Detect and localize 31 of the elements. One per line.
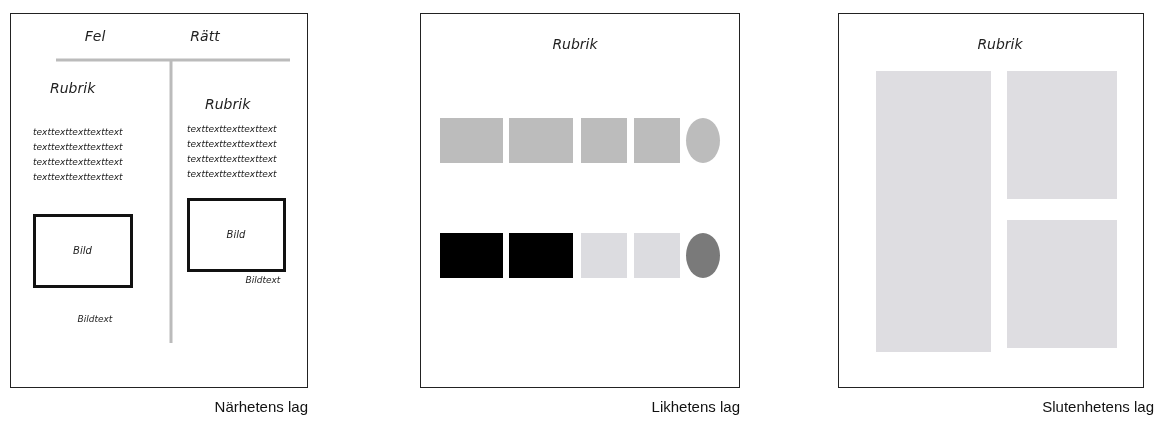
panel-label: Likhetens lag: [650, 398, 740, 415]
shape-box: [875, 70, 991, 352]
shape-box: [508, 232, 573, 278]
heading: Rubrik: [50, 80, 97, 96]
shape-box: [633, 232, 680, 278]
panel-label: Närhetens lag: [213, 398, 308, 415]
shape-box: [1006, 70, 1117, 199]
shape-box: [580, 232, 627, 278]
body-text: texttexttexttexttext texttexttexttexttext texttexttexttexttext texttexttexttexttext: [33, 126, 124, 184]
ellipse-shape: [685, 117, 720, 163]
panel-label: Slutenhetens lag: [1041, 398, 1154, 415]
picture-frame: Bild: [32, 213, 133, 288]
shape-box: [439, 232, 503, 278]
shape-box: [633, 117, 680, 163]
panel-frame: [420, 13, 740, 388]
column-heading: Fel: [83, 28, 107, 44]
column-heading: Rätt: [189, 28, 221, 44]
heading: Rubrik: [551, 36, 599, 52]
body-text: texttexttexttexttext texttexttexttexttext texttexttexttexttext texttexttexttexttext: [187, 123, 278, 181]
shape-box: [439, 117, 503, 163]
panel-frame: [838, 13, 1144, 388]
panel-frame: [10, 13, 308, 388]
heading: Rubrik: [976, 36, 1024, 52]
picture-frame: Bild: [186, 197, 286, 272]
heading: Rubrik: [205, 96, 252, 112]
shape-box: [580, 117, 627, 163]
shape-box: [508, 117, 573, 163]
picture-caption: Bildtext: [244, 275, 282, 285]
picture-caption: Bildtext: [76, 314, 114, 324]
ellipse-shape: [685, 232, 720, 278]
shape-box: [1006, 219, 1117, 348]
